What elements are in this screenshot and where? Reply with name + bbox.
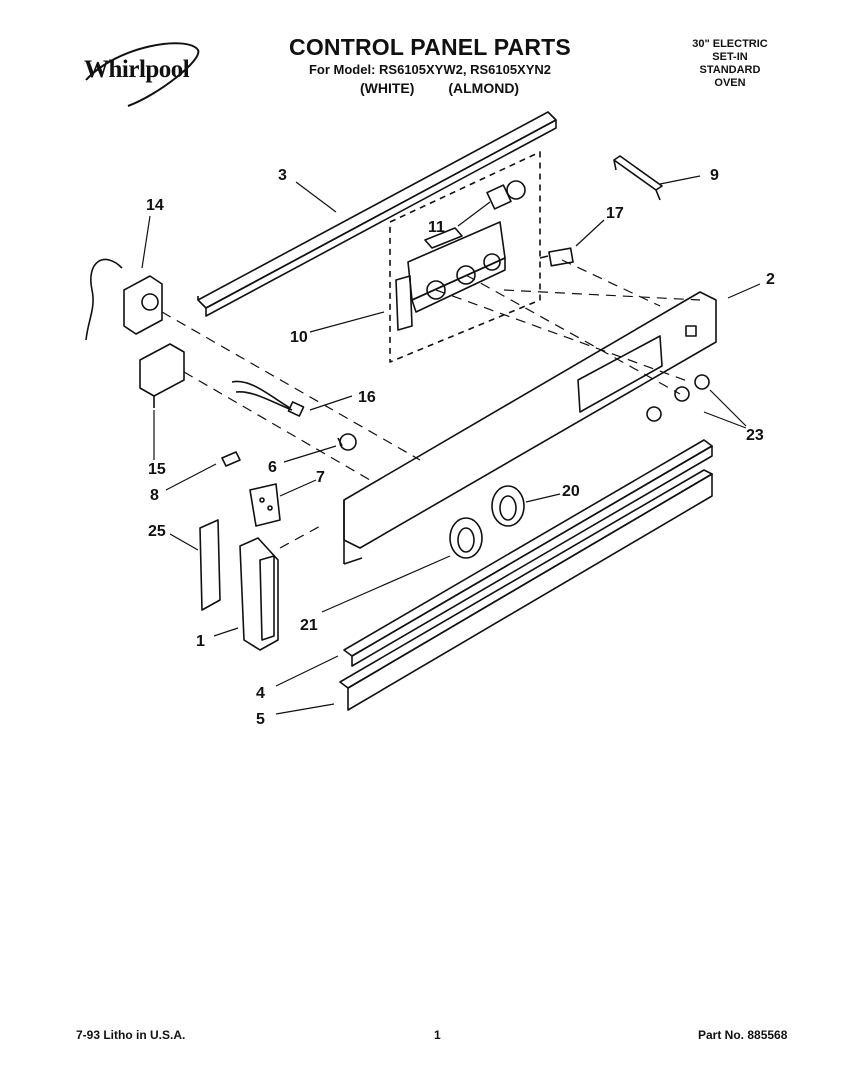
spec-line: OVEN bbox=[714, 77, 746, 89]
callout-20: 20 bbox=[562, 483, 580, 500]
part-14-thermostat bbox=[85, 258, 163, 341]
part-1-end-cap bbox=[239, 537, 279, 651]
callout-3: 3 bbox=[278, 167, 287, 184]
logo-swoosh-icon bbox=[85, 42, 200, 107]
model-line: For Model: RS6105XYW2, RS6105XYN2 bbox=[308, 62, 552, 77]
callout-23: 23 bbox=[746, 427, 764, 444]
part-3-top-trim bbox=[197, 111, 557, 317]
callout-6: 6 bbox=[268, 459, 277, 476]
callout-8: 8 bbox=[150, 487, 159, 504]
callout-10: 10 bbox=[290, 329, 308, 346]
part-8-clip bbox=[221, 451, 241, 467]
part-6-lamp bbox=[337, 433, 357, 451]
callout-9: 9 bbox=[710, 167, 719, 184]
page-number: 1 bbox=[434, 1028, 441, 1042]
part-21-knob bbox=[449, 517, 483, 559]
callout-17: 17 bbox=[606, 205, 624, 222]
part-2-control-panel bbox=[343, 291, 717, 565]
page-title: CONTROL PANEL PARTS bbox=[289, 34, 571, 60]
callout-4: 4 bbox=[256, 685, 265, 702]
callout-21: 21 bbox=[300, 617, 318, 634]
part-5-bottom-trim bbox=[339, 469, 713, 711]
appliance-spec: 30" ELECTRIC SET-IN STANDARD OVEN bbox=[670, 38, 790, 90]
spec-line: STANDARD bbox=[699, 64, 761, 76]
part-23-nuts bbox=[646, 374, 710, 422]
part-16-wire-harness bbox=[231, 380, 305, 417]
part-25-side-panel bbox=[199, 519, 221, 611]
spec-line: 30" ELECTRIC bbox=[692, 38, 768, 50]
part-9-clip bbox=[613, 155, 663, 201]
color-variants: (WHITE) (ALMOND) bbox=[360, 80, 549, 96]
brand-name: Whirlpool bbox=[84, 56, 190, 83]
callout-15: 15 bbox=[148, 461, 166, 478]
leader-lines bbox=[141, 175, 761, 715]
part-11-switch bbox=[486, 180, 526, 210]
part-20-knob bbox=[491, 485, 525, 527]
callout-16: 16 bbox=[358, 389, 376, 406]
callout-11: 11 bbox=[428, 219, 445, 236]
part-15-switch-block bbox=[139, 343, 185, 408]
callout-5: 5 bbox=[256, 711, 265, 728]
alignment-lines bbox=[161, 259, 701, 549]
litho-note: 7-93 Litho in U.S.A. bbox=[76, 1028, 186, 1042]
variant-white: (WHITE) bbox=[360, 80, 415, 96]
variant-almond: (ALMOND) bbox=[448, 80, 520, 96]
part-number: Part No. 885568 bbox=[698, 1028, 788, 1042]
part-17-connector bbox=[539, 247, 574, 267]
callout-25: 25 bbox=[148, 523, 166, 540]
callout-7: 7 bbox=[316, 469, 325, 486]
part-7-bracket bbox=[249, 483, 281, 527]
part-10-switch-assembly bbox=[389, 151, 541, 363]
callout-2: 2 bbox=[766, 271, 775, 288]
whirlpool-logo: Whirlpool bbox=[78, 40, 218, 110]
callout-14: 14 bbox=[146, 197, 164, 214]
callout-1: 1 bbox=[196, 633, 205, 650]
spec-line: SET-IN bbox=[712, 51, 748, 63]
part-4-lower-trim bbox=[343, 439, 713, 667]
